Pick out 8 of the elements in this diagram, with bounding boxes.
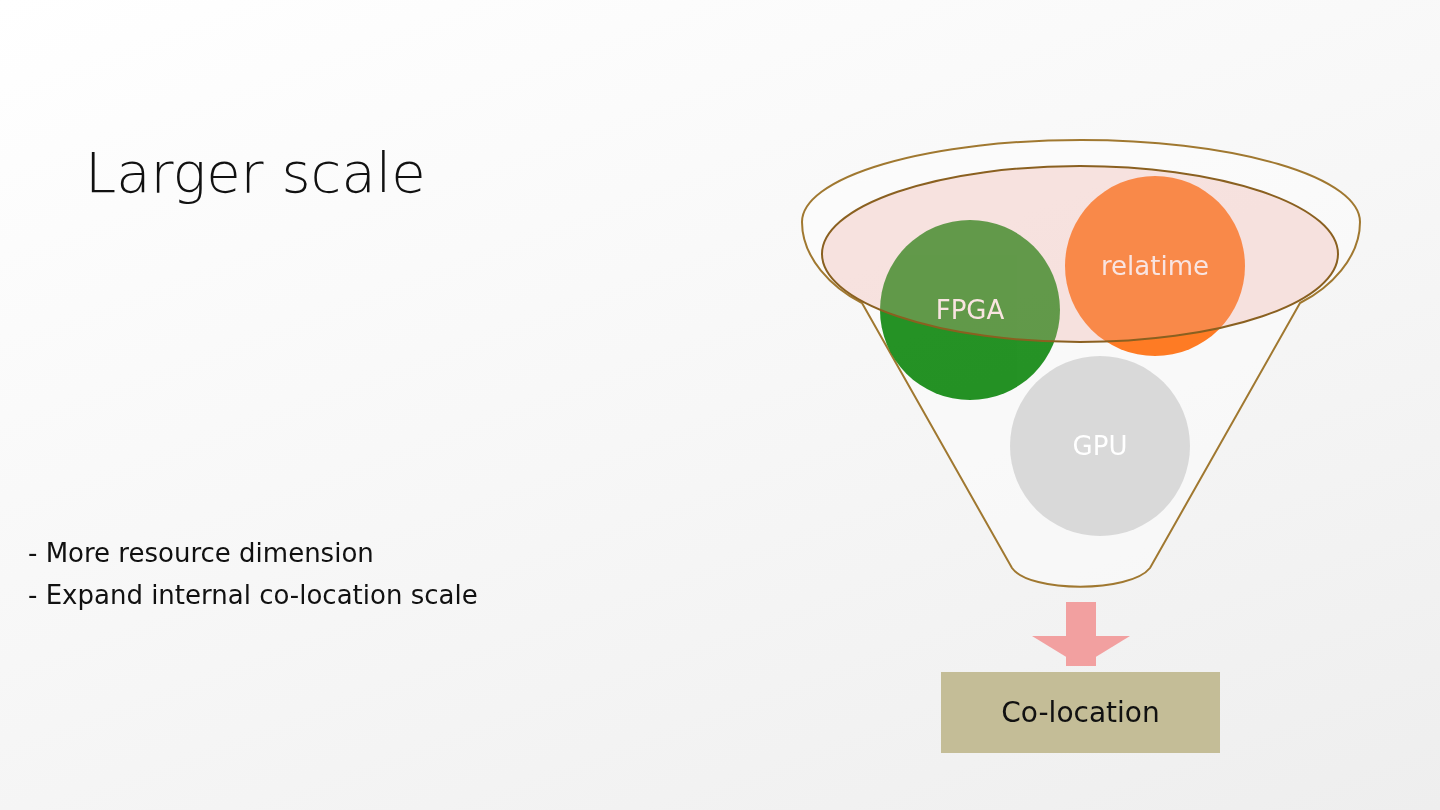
process-box: Co-location: [941, 672, 1220, 753]
bullet-text: - More resource dimension: [28, 538, 374, 568]
slide-title: Larger scale: [85, 140, 426, 205]
funnel-shape: [800, 138, 1362, 590]
resource-circle: FPGA: [880, 220, 1060, 400]
arrow: [1032, 602, 1130, 666]
bullet-text: - Expand internal co-location scale: [28, 580, 478, 610]
resource-circle: relatime: [1065, 176, 1245, 356]
